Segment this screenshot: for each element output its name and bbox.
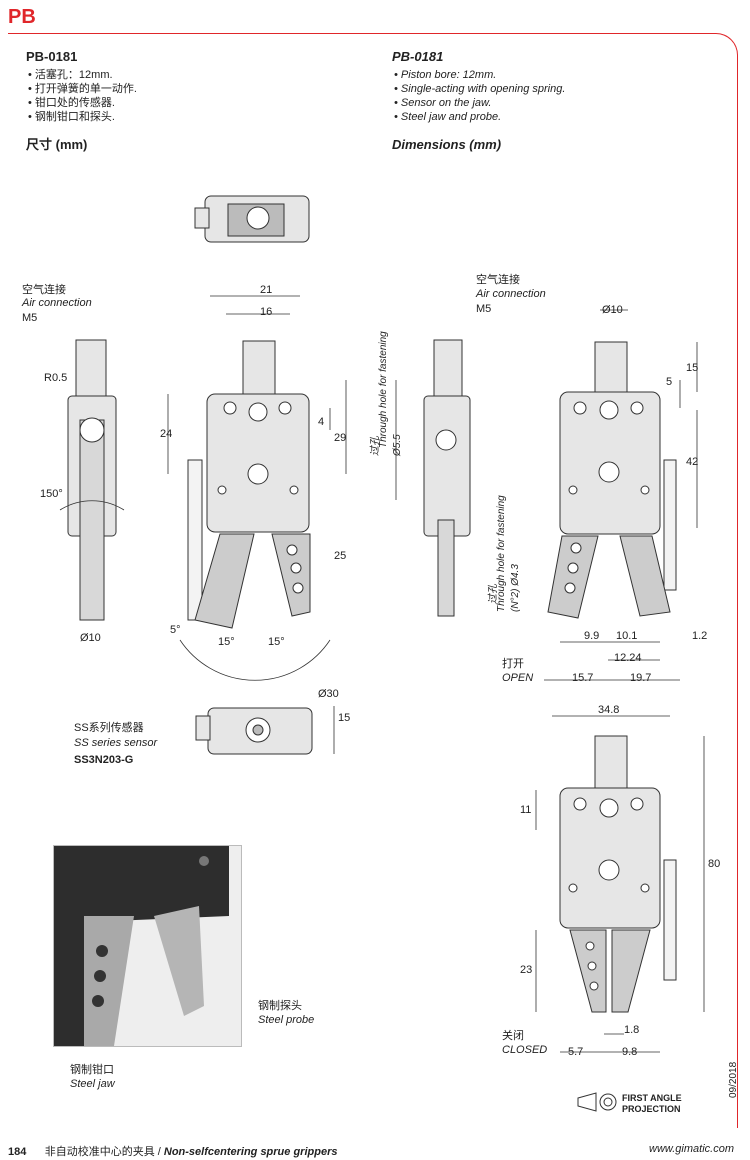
dimension-lines: [59, 295, 705, 1053]
dim-24: 24: [160, 428, 173, 440]
dim-5: 5: [666, 376, 673, 388]
open-view: [547, 341, 677, 619]
dim-25: 25: [334, 550, 347, 562]
thread-label-2: M5: [476, 303, 492, 315]
feature-item: 钳口处的传感器.: [35, 96, 137, 110]
footer-title-en: Non-selfcentering sprue grippers: [163, 1146, 338, 1158]
page-frame: [8, 33, 738, 1128]
dim-34-8: 34.8: [598, 704, 620, 716]
projection-symbol: [577, 1092, 617, 1112]
dim-11: 11: [520, 804, 532, 816]
dim-12-24: 12.24: [614, 652, 642, 664]
footer: 184 非自动校准中心的夹具 / Non-selfcentering sprue…: [8, 1143, 734, 1158]
closed-en: CLOSED: [502, 1044, 548, 1056]
projection-line-1: FIRST ANGLE: [622, 1093, 682, 1103]
angle-5: 5°: [170, 624, 181, 636]
sensor-en: SS series sensor: [74, 737, 158, 749]
sensor-code: SS3N203-G: [74, 754, 134, 766]
left-side-view: [67, 339, 117, 621]
radius-label: R0.5: [44, 372, 68, 384]
feature-item: Steel jaw and probe.: [401, 110, 565, 124]
product-photo: [53, 845, 242, 1047]
angle-label: 150°: [40, 488, 63, 500]
dim-4-3: (N°2) Ø4.3: [510, 564, 521, 612]
photo-illustration: [54, 846, 241, 1046]
projection-line-2: PROJECTION: [622, 1104, 681, 1114]
footer-title-cn: 非自动校准中心的夹具: [44, 1146, 155, 1158]
feature-item: Piston bore: 12mm.: [401, 68, 565, 82]
dim-15b: 15: [338, 712, 351, 724]
top-view: [194, 195, 310, 243]
dim-19-7: 19.7: [630, 672, 652, 684]
jaw-cn: 钢制钳口: [70, 1064, 114, 1076]
features-cn: 活塞孔：12mm. 打开弹簧的单一动作. 钳口处的传感器. 钢制钳口和探头.: [26, 68, 137, 124]
dim-9-8: 9.8: [622, 1046, 638, 1058]
through-hole-en-2: Through hole for fastening: [496, 495, 507, 612]
revision-date: 09/2018: [728, 1061, 739, 1098]
features-en: Piston bore: 12mm. Single-acting with op…: [392, 68, 566, 124]
dim-4: 4: [318, 416, 325, 428]
left-column: PB-0181 活塞孔：12mm. 打开弹簧的单一动作. 钳口处的传感器. 钢制…: [26, 50, 137, 152]
through-hole-en-1: Through hole for fastening: [378, 331, 389, 448]
model-title-en: PB-0181: [392, 49, 444, 64]
dim-42: 42: [686, 456, 699, 468]
air-connection-cn-2: 空气连接: [476, 274, 520, 286]
air-connection-en-2: Air connection: [476, 288, 546, 300]
feature-item: 钢制钳口和探头.: [35, 110, 137, 124]
closed-view: [559, 735, 677, 1013]
jaw-en: Steel jaw: [70, 1078, 115, 1090]
dim-16: 16: [260, 306, 273, 318]
dim-15: 15: [686, 362, 699, 374]
model-title-cn: PB-0181: [26, 49, 78, 64]
sensor-view: [195, 707, 313, 755]
feature-item: 活塞孔：12mm.: [35, 68, 137, 82]
dim-1-2: 1.2: [692, 630, 708, 642]
dimensions-heading-en: Dimensions (mm): [392, 137, 502, 152]
probe-en: Steel probe: [258, 1014, 315, 1026]
dim-10-1: 10.1: [616, 630, 638, 642]
dim-d10b: Ø10: [602, 304, 623, 316]
probe-cn: 钢制探头: [258, 1000, 302, 1012]
open-cn: 打开: [502, 658, 524, 670]
open-en: OPEN: [502, 672, 534, 684]
front-view: [187, 340, 311, 629]
dim-9-9: 9.9: [584, 630, 600, 642]
dim-30: Ø30: [318, 688, 339, 700]
sensor-cn: SS系列传感器: [74, 722, 144, 734]
dim-5-7: 5.7: [568, 1046, 584, 1058]
dim-29: 29: [334, 432, 347, 444]
feature-item: Single-acting with opening spring.: [401, 82, 566, 96]
section-tab: PB: [8, 6, 36, 28]
feature-item: 打开弹簧的单一动作.: [35, 82, 137, 96]
dimensions-heading-cn: 尺寸 (mm): [26, 137, 88, 152]
dim-1-8: 1.8: [624, 1024, 640, 1036]
right-column: PB-0181 Piston bore: 12mm. Single-acting…: [392, 50, 565, 152]
dim-23: 23: [520, 964, 533, 976]
dim-80: 80: [708, 858, 721, 870]
air-connection-cn: 空气连接: [22, 284, 66, 296]
feature-item: Sensor on the jaw.: [401, 96, 565, 110]
projection-label: FIRST ANGLE PROJECTION: [622, 1093, 682, 1115]
page-number: 184: [8, 1146, 27, 1158]
thread-label: M5: [22, 312, 38, 324]
closed-cn: 关闭: [502, 1030, 524, 1042]
diameter-label: Ø10: [80, 632, 101, 644]
dim-5-5: Ø5.5: [392, 434, 403, 456]
angle-15a: 15°: [218, 636, 235, 648]
dim-21: 21: [260, 284, 273, 296]
website-link[interactable]: www.gimatic.com: [649, 1143, 734, 1155]
side-view-2: [423, 339, 471, 617]
air-connection-en: Air connection: [22, 297, 92, 309]
dim-15-7: 15.7: [572, 672, 594, 684]
angle-15b: 15°: [268, 636, 285, 648]
